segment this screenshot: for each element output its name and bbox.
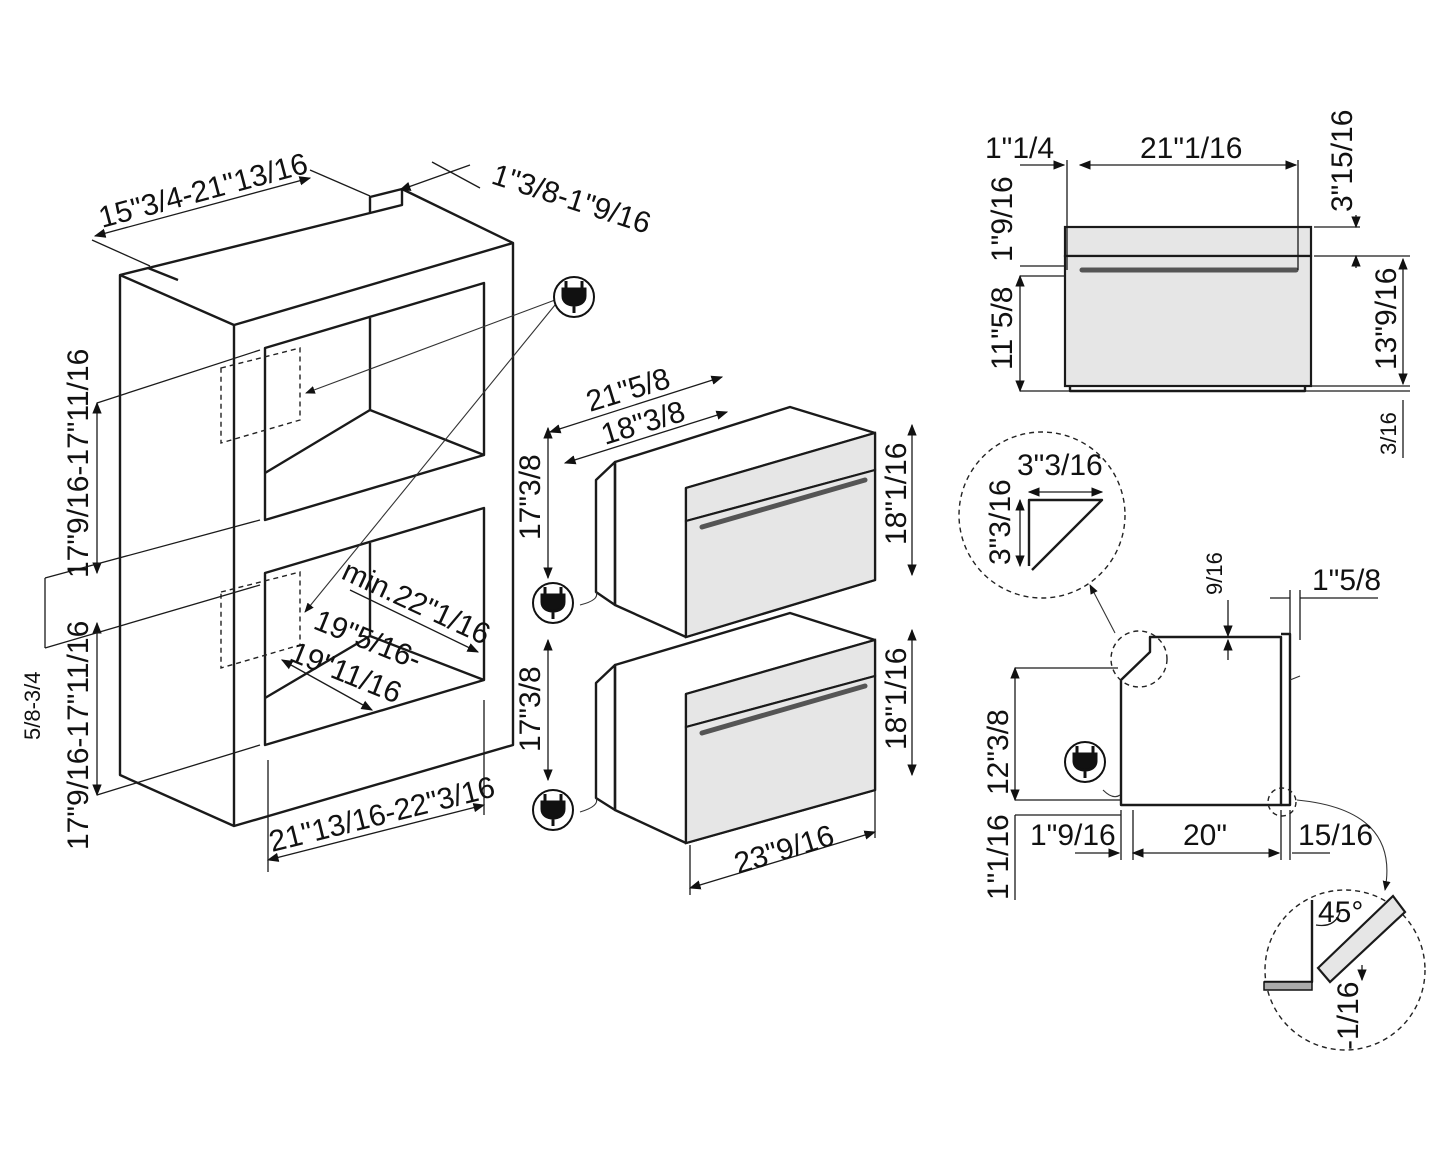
label-side-bottom: 1"1/16	[982, 814, 1015, 900]
label-side-depth: 20"	[1183, 819, 1227, 852]
label-side-back: 1"9/16	[1030, 819, 1116, 852]
label-oven-body-height-lower: 17"3/8	[514, 666, 547, 752]
label-oven-front-width: 23"9/16	[730, 819, 838, 881]
label-front-height: 13"9/16	[1370, 268, 1403, 370]
label-cab-depth-offset: 1"3/8-1"9/16	[488, 158, 655, 240]
label-upper-opening-height: 17"9/16-17"11/16	[62, 349, 95, 578]
label-angle-offset: -1/16	[1332, 982, 1365, 1050]
label-side-door: 1"5/8	[1312, 564, 1381, 597]
oven-upper-drawing	[579, 405, 877, 639]
label-front-bottom: 3/16	[1376, 412, 1401, 455]
label-front-side: 1"1/4	[985, 132, 1054, 165]
cabinet-drawing	[44, 161, 595, 872]
label-oven-front-height-upper: 18"1/16	[880, 443, 913, 545]
oven-dimensions	[532, 375, 917, 895]
label-side-top: 9/16	[1202, 552, 1227, 595]
label-side-front: 15/16	[1298, 819, 1373, 852]
front-view-drawing	[1015, 160, 1410, 458]
label-oven-front-height-lower: 18"1/16	[880, 648, 913, 750]
side-view-drawing	[958, 431, 1426, 1051]
label-angle: 45°	[1318, 896, 1363, 929]
label-oven-body-height-upper: 17"3/8	[514, 454, 547, 540]
label-front-band: 1"9/16	[986, 176, 1019, 262]
detail-circle-top	[958, 431, 1126, 599]
detail-circle-bottom	[1264, 889, 1426, 1051]
label-detail-width: 3"3/16	[1017, 449, 1103, 482]
label-cab-width: 15"3/4-21"13/16	[95, 147, 311, 234]
label-front-width: 21"1/16	[1140, 132, 1242, 165]
oven-lower-drawing	[579, 611, 877, 845]
label-gap: 5/8-3/4	[20, 672, 45, 741]
label-detail-height: 3"3/16	[984, 479, 1017, 565]
label-lower-opening-height: 17"9/16-17"11/16	[62, 621, 95, 850]
label-front-top: 3"15/16	[1326, 110, 1359, 212]
label-side-height: 12"3/8	[982, 709, 1015, 795]
label-front-door-height: 11"5/8	[986, 287, 1019, 371]
